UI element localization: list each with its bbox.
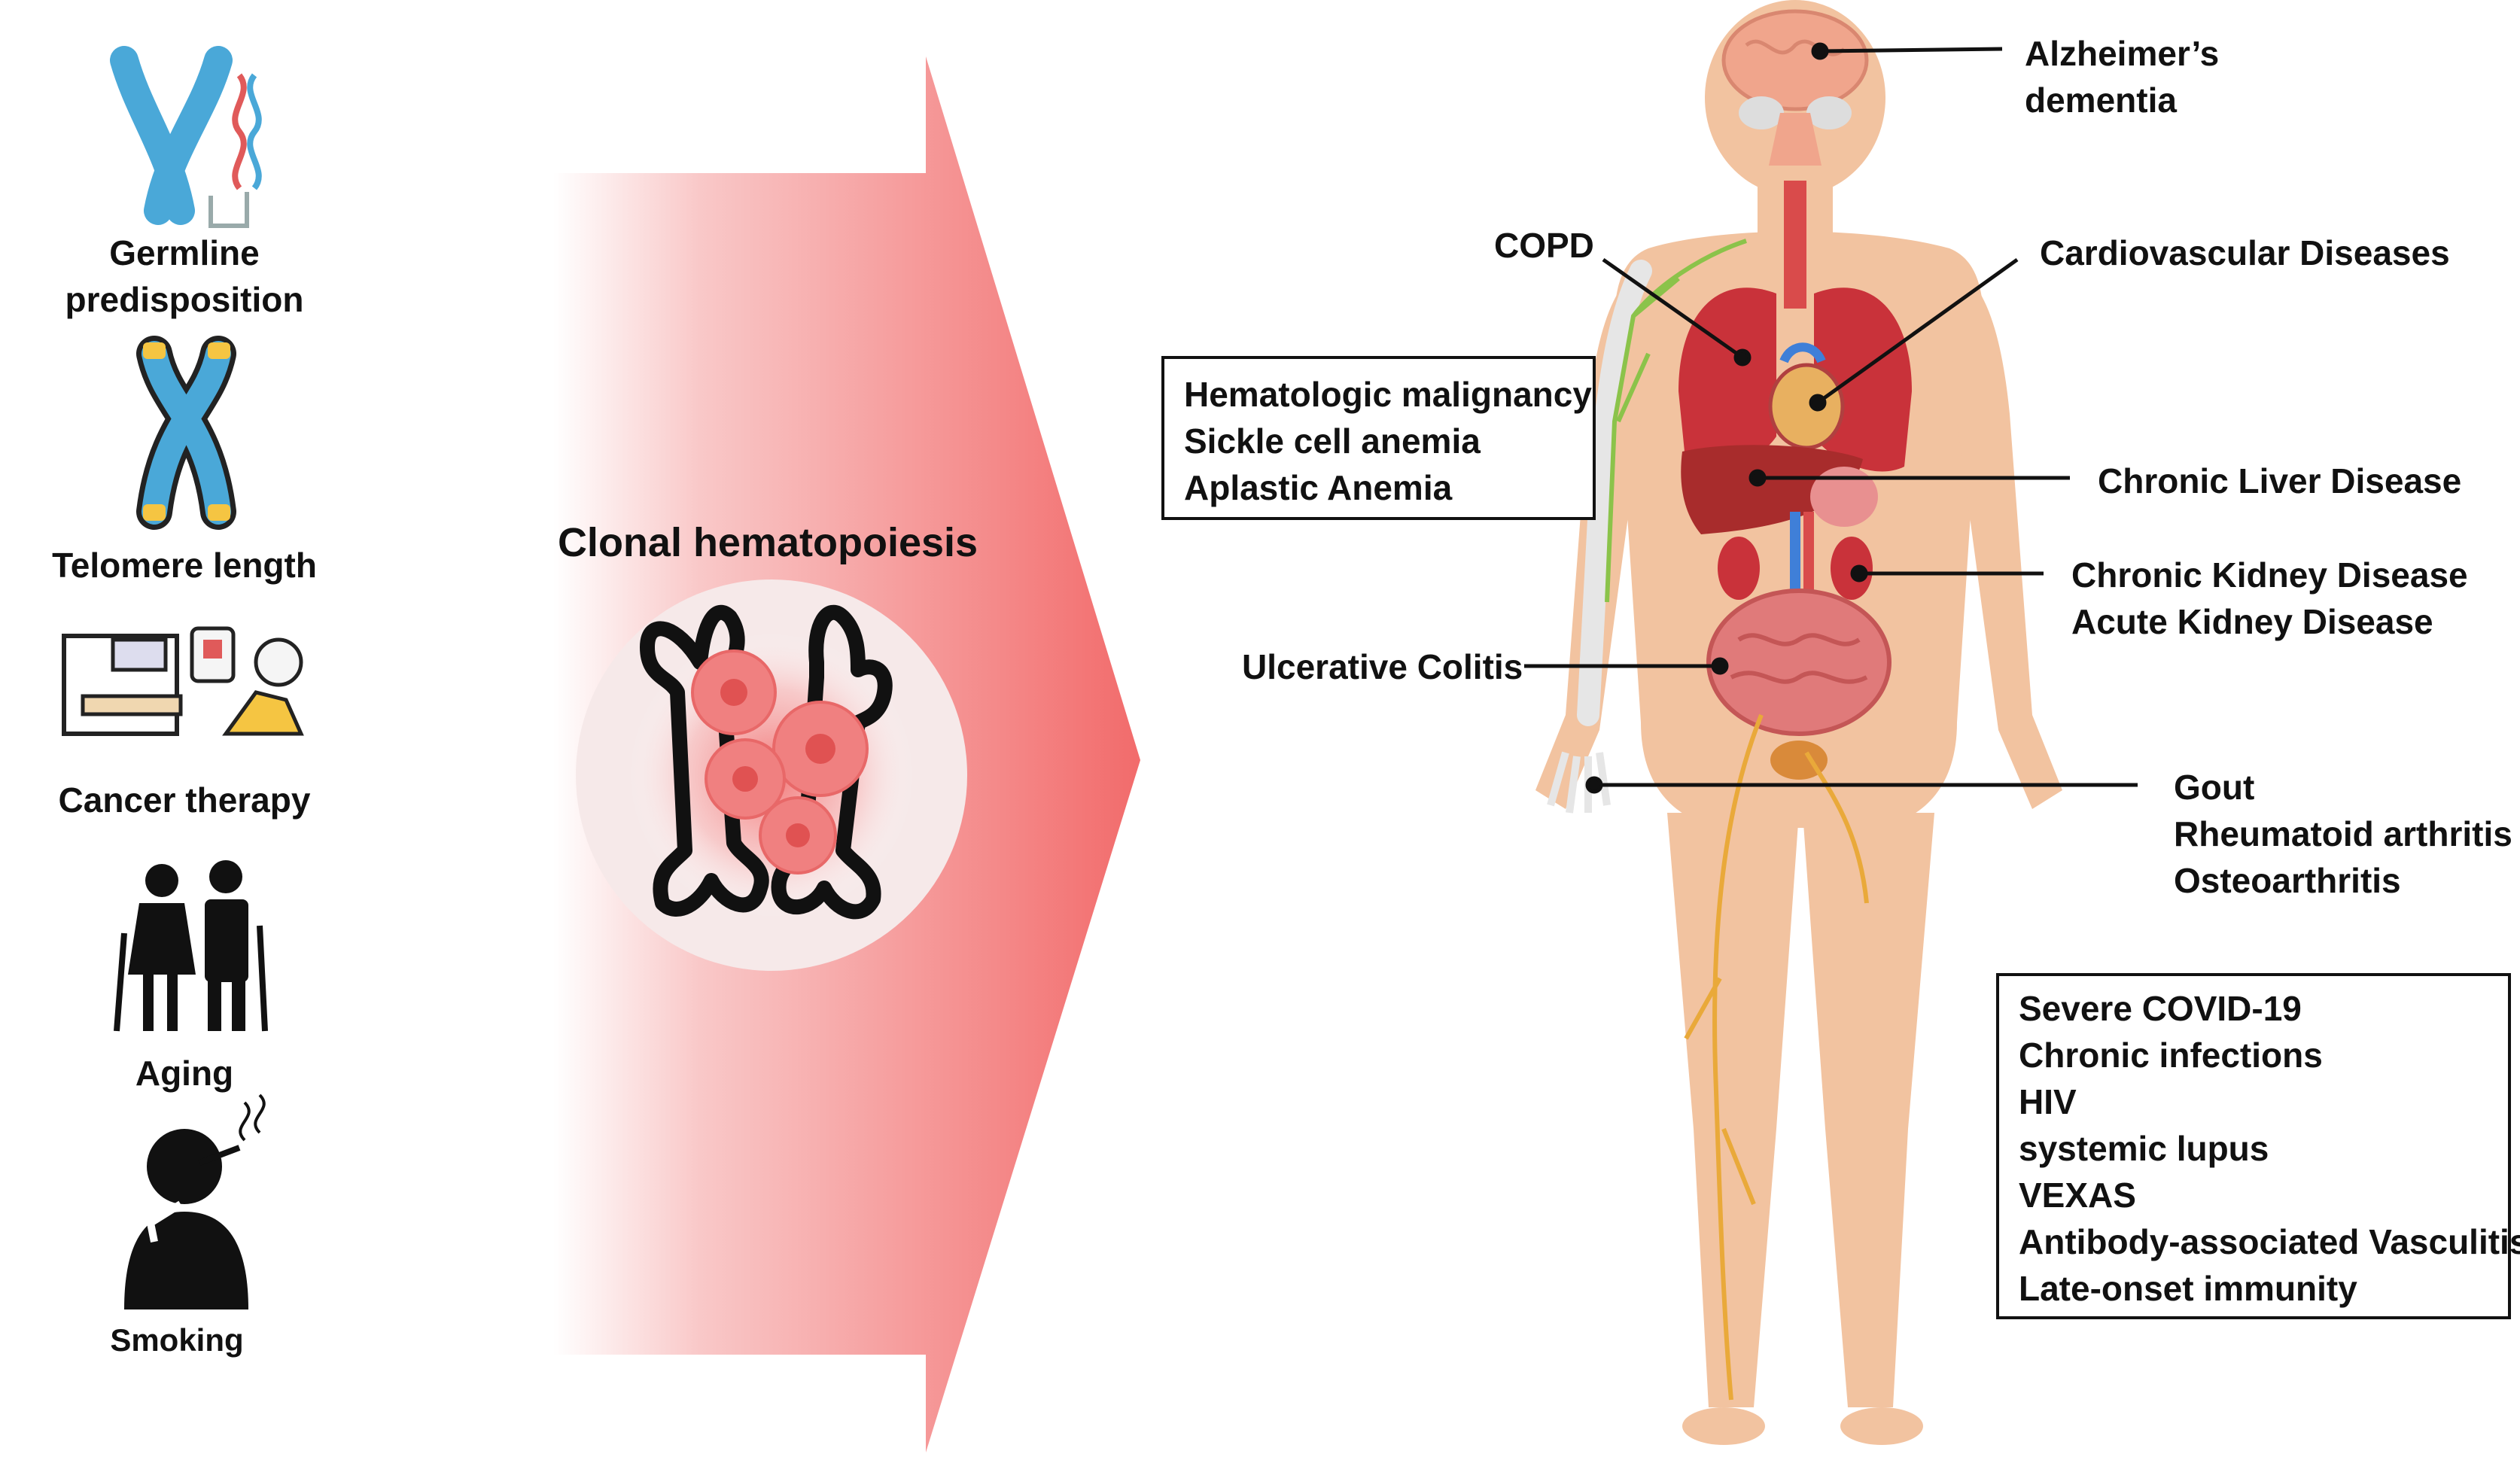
label-germline-line1: Germline [109,233,260,272]
kidney-right [1831,537,1873,600]
item-vasculitis: Antibody-associated Vasculitis [2019,1222,2520,1261]
item-sickle-cell: Sickle cell anemia [1184,421,1481,461]
lungs-organ [1678,287,1776,472]
intestines-organ [1706,589,1892,736]
label-cancer-therapy: Cancer therapy [58,780,311,820]
label-kidney: Chronic Kidney Disease Acute Kidney Dise… [2071,552,2468,645]
clonal-hematopoiesis-title: Clonal hematopoiesis [557,520,978,565]
telomere-chromosome-icon [136,336,236,530]
bone-icon [640,604,893,920]
label-osteoarthritis: Osteoarthritis [2174,861,2401,900]
label-joints: Gout Rheumatoid arthritis Osteoarthritis [2174,764,2512,904]
item-aplastic-anemia: Aplastic Anemia [1184,468,1453,507]
item-chronic-infections: Chronic infections [2019,1036,2323,1075]
label-kidney-line2: Acute Kidney Disease [2071,602,2433,641]
blood-cells [691,649,869,875]
immune-conditions-box: Severe COVID-19 Chronic infections HIV s… [1996,973,2520,1319]
item-covid: Severe COVID-19 [2019,989,2302,1028]
item-hiv: HIV [2019,1082,2077,1121]
label-rheumatoid: Rheumatoid arthritis [2174,814,2512,853]
cancer-therapy-icon [62,626,304,736]
item-lupus: systemic lupus [2019,1129,2269,1168]
aging-elderly-couple-icon [114,860,268,1032]
leader-cardiovascular [1816,257,2019,405]
label-kidney-line1: Chronic Kidney Disease [2071,555,2468,595]
human-body-figure [1535,0,2062,1445]
label-aging: Aging [135,1054,234,1093]
label-germline-line2: predisposition [65,280,304,319]
label-copd: COPD [1494,226,1594,265]
leader-alzheimers [1819,47,2003,53]
label-alzheimers-line1: Alzheimer’s [2025,34,2220,73]
leader-lines [1524,42,2138,794]
liver-organ [1681,445,1863,534]
label-alzheimers: Alzheimer’s dementia [2025,30,2219,123]
label-germline: Germline predisposition [45,230,324,323]
item-hematologic-malignancy: Hematologic malignancy [1184,375,1592,414]
kidney-left [1718,537,1760,600]
heart-organ [1768,363,1845,450]
hematologic-conditions-box: Hematologic malignancy Sickle cell anemi… [1161,356,1596,520]
label-colitis: Ulcerative Colitis [1242,647,1523,686]
label-alzheimers-line2: dementia [2025,81,2177,120]
brain-organ [1721,9,1869,111]
item-late-onset-immunity: Late-onset immunity [2019,1269,2357,1308]
item-vexas: VEXAS [2019,1176,2136,1215]
label-gout: Gout [2174,768,2255,807]
germline-chromosome-icon [110,46,262,228]
label-liver: Chronic Liver Disease [2098,461,2462,500]
label-smoking: Smoking [110,1322,244,1358]
label-telomere: Telomere length [52,546,317,585]
leader-copd [1602,257,1744,360]
smoking-person-icon [124,1094,266,1309]
label-cardiovascular: Cardiovascular Diseases [2040,233,2450,272]
